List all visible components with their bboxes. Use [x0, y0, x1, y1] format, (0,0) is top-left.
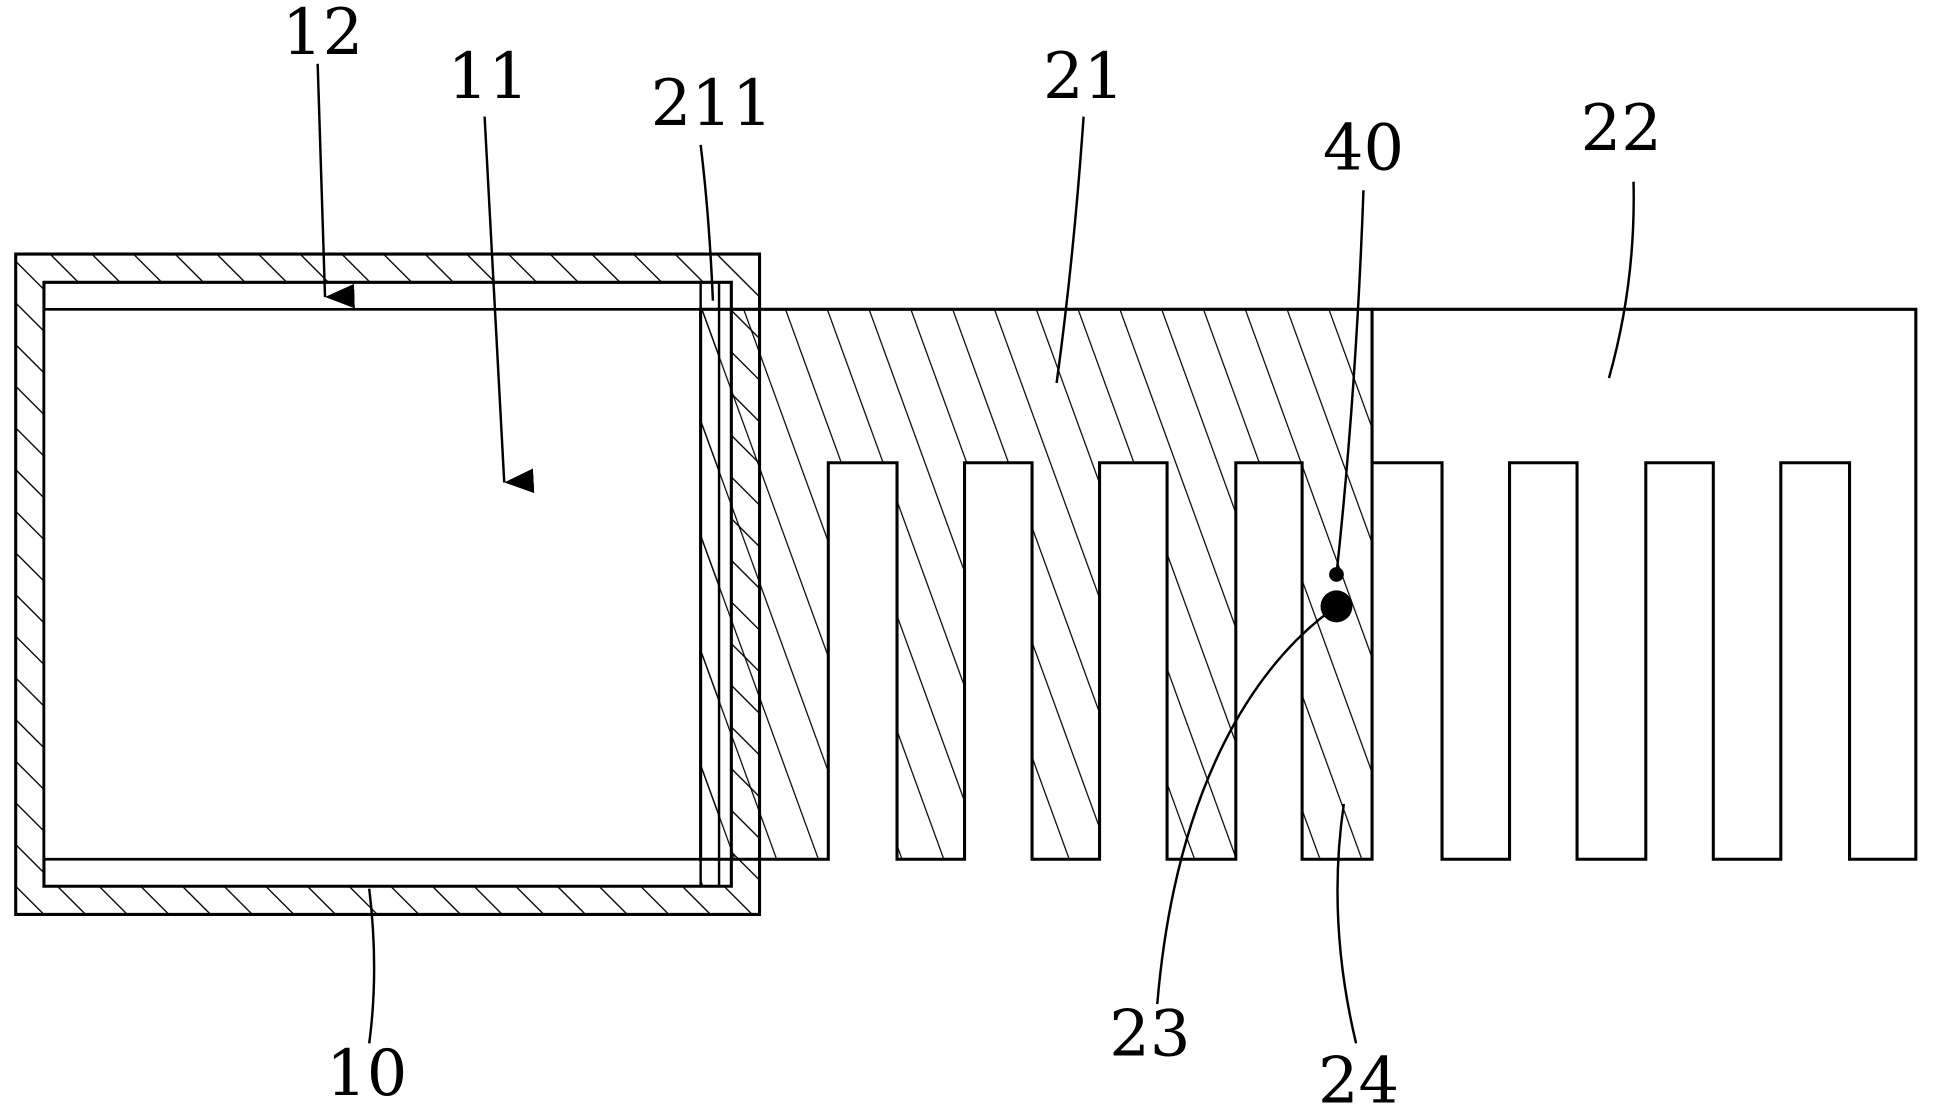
label-22: 22 [1581, 92, 1662, 166]
label-11: 11 [448, 40, 529, 114]
hatched-body-21 [701, 309, 1372, 859]
finned-part-22 [1372, 309, 1916, 859]
label-12: 12 [282, 0, 363, 70]
connector-211-fill [701, 282, 719, 886]
label-211: 211 [651, 67, 773, 141]
label-21: 21 [1043, 40, 1124, 114]
label-23: 23 [1109, 998, 1190, 1072]
cavity-11 [44, 309, 701, 859]
label-10: 10 [326, 1037, 407, 1111]
label-24: 24 [1318, 1044, 1399, 1117]
label-40: 40 [1323, 111, 1404, 185]
